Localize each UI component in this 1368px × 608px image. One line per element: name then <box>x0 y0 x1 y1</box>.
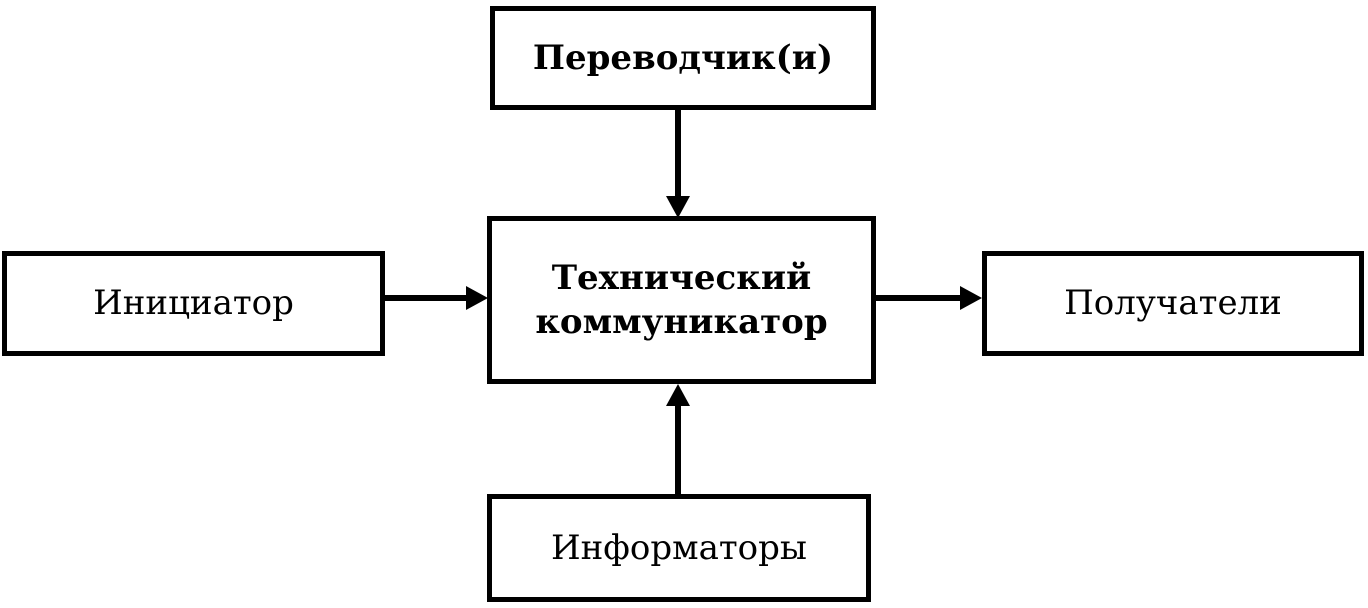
informators-label: Информаторы <box>551 527 807 568</box>
translators-node: Переводчик(и) <box>490 6 876 110</box>
recipients-node: Получатели <box>982 251 1364 356</box>
initiator-label: Инициатор <box>93 283 294 324</box>
initiator-node: Инициатор <box>2 251 385 356</box>
communicator-label-line-1: Технический <box>551 257 812 298</box>
arrowhead-right-into-recipients <box>960 286 982 310</box>
informators-node: Информаторы <box>487 494 871 602</box>
arrowhead-right-into-communicator <box>466 286 488 310</box>
translators-label: Переводчик(и) <box>532 37 834 78</box>
communicator-label-line-2: коммуникатор <box>535 302 828 342</box>
technical-communicator-node: Технический коммуникатор <box>487 216 876 384</box>
recipients-label: Получатели <box>1064 283 1282 324</box>
arrowhead-up <box>666 384 690 406</box>
arrowhead-down <box>666 196 690 218</box>
